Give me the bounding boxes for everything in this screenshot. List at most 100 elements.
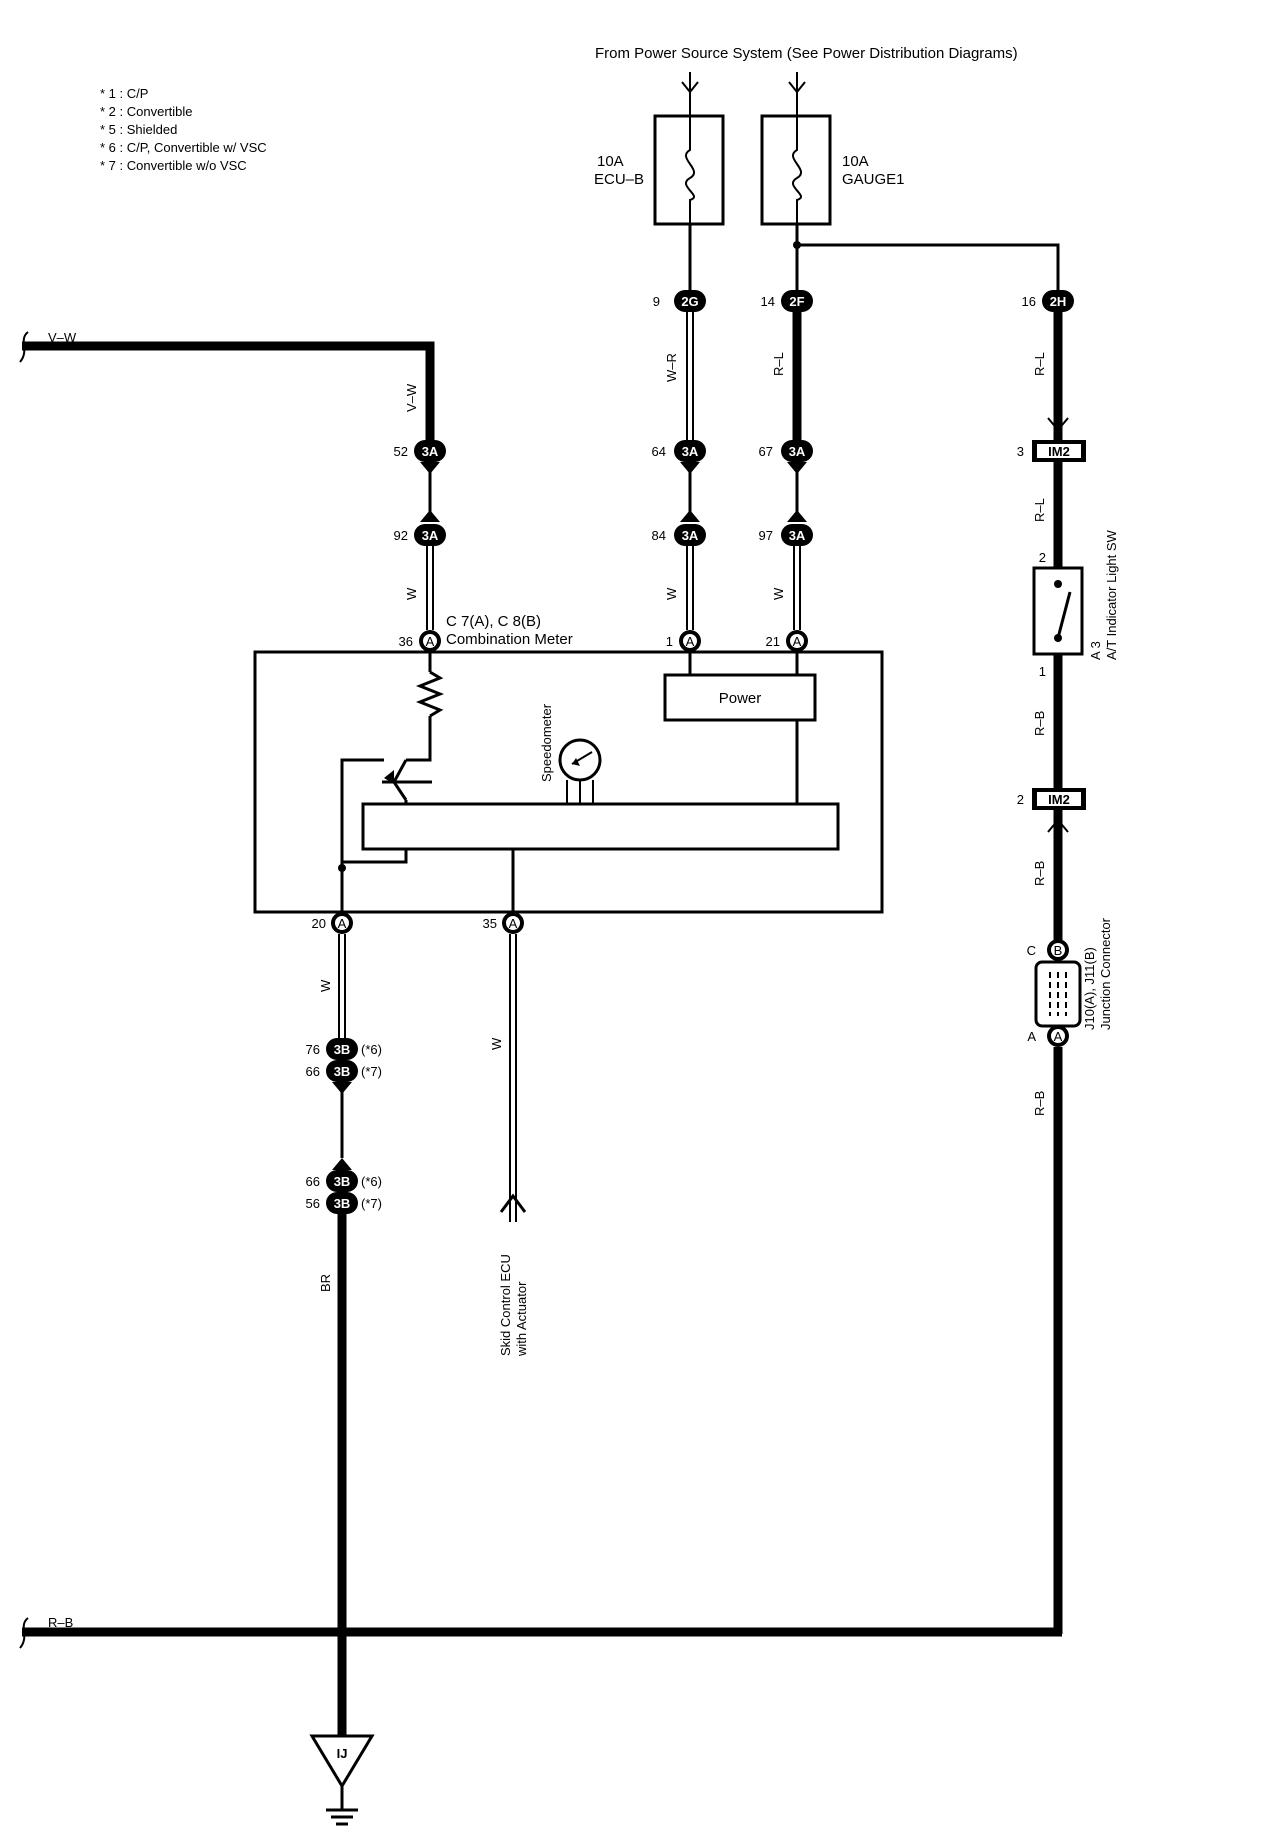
- svg-text:2G: 2G: [681, 294, 698, 309]
- power-arrow-gauge1: [788, 72, 806, 116]
- pin-1: 1: [666, 634, 673, 649]
- connector-im2-top: IM2: [1032, 440, 1086, 462]
- meter-pin-35-connector: A: [502, 912, 524, 934]
- junction-connector-a: A: [1047, 1025, 1069, 1047]
- switch-name: A/T Indicator Light SW: [1104, 529, 1119, 660]
- connector-3a-84: 3A: [674, 524, 706, 546]
- wire-vw: [19, 331, 435, 440]
- pin-35: 35: [483, 916, 497, 931]
- note-7: * 7 : Convertible w/o VSC: [100, 158, 247, 173]
- junction-dot-meter: [338, 864, 346, 872]
- connector-3a-52: 3A: [414, 440, 446, 462]
- fuse-gauge1-amp: 10A: [842, 153, 869, 170]
- junction-connector-b: B: [1047, 939, 1069, 961]
- pin-9: 9: [653, 294, 660, 309]
- pin-56: 56: [306, 1196, 320, 1211]
- variant-66-lower: (*6): [361, 1174, 382, 1189]
- pin-66-upper: 66: [306, 1064, 320, 1079]
- joint-64-84: [680, 462, 700, 522]
- pin-20: 20: [312, 916, 326, 931]
- wire-rl-2h-label: R–L: [1032, 352, 1047, 376]
- wire-vw-label-left: V–W: [48, 330, 77, 345]
- svg-text:A: A: [509, 916, 518, 931]
- junction-pin-c: C: [1027, 943, 1036, 958]
- switch-contact-icon: [1056, 591, 1072, 639]
- svg-text:3A: 3A: [422, 528, 439, 543]
- skid-ecu-line2: with Actuator: [514, 1281, 529, 1357]
- power-source-label: From Power Source System (See Power Dist…: [595, 45, 1018, 62]
- pin-2-im2: 2: [1017, 792, 1024, 807]
- wire-rb-sw-label: R–B: [1032, 711, 1047, 736]
- meter-connector-codes: C 7(A), C 8(B): [446, 613, 541, 630]
- junction-code: J10(A), J11(B): [1082, 947, 1097, 1030]
- wire-rb-junction-label: R–B: [1032, 1091, 1047, 1116]
- variant-76: (*6): [361, 1042, 382, 1057]
- wire-vw-label-vert: V–W: [404, 383, 419, 412]
- fuse-ecub-element-icon: [685, 116, 695, 224]
- fuse-ecub-amp: 10A: [597, 153, 624, 170]
- variant-56: (*7): [361, 1196, 382, 1211]
- svg-text:A: A: [338, 916, 347, 931]
- meter-name: Combination Meter: [446, 631, 573, 648]
- pin-97: 97: [759, 528, 773, 543]
- junction-pin-a: A: [1027, 1029, 1036, 1044]
- connector-3a-97: 3A: [781, 524, 813, 546]
- meter-pin-20-connector: A: [331, 912, 353, 934]
- ground-ij: IJ: [309, 1734, 375, 1826]
- note-5: * 5 : Shielded: [100, 122, 177, 137]
- svg-text:3B: 3B: [334, 1196, 351, 1211]
- pin-84: 84: [652, 528, 666, 543]
- wire-wr-label: W–R: [664, 353, 679, 382]
- fuse-gauge1-element-icon: [792, 116, 802, 224]
- svg-text:A: A: [793, 634, 802, 649]
- power-arrow-ecub: [681, 72, 699, 116]
- pin-3: 3: [1017, 444, 1024, 459]
- wire-w-20-label: W: [318, 979, 333, 992]
- joint-52-92: [420, 462, 440, 522]
- pin-64: 64: [652, 444, 666, 459]
- connector-3a-92: 3A: [414, 524, 446, 546]
- pin-16: 16: [1022, 294, 1036, 309]
- wire-w-36-label: W: [404, 587, 419, 600]
- connector-2f: 2F: [781, 290, 813, 312]
- switch-pin-1: 1: [1039, 664, 1046, 679]
- switch-pin-2: 2: [1039, 550, 1046, 565]
- connector-3a-67: 3A: [781, 440, 813, 462]
- meter-ic-bar: [361, 802, 840, 851]
- svg-text:A: A: [1054, 1029, 1063, 1044]
- svg-text:3B: 3B: [334, 1064, 351, 1079]
- speedometer-label: Speedometer: [539, 703, 554, 782]
- wire-rl-label: R–L: [771, 352, 786, 376]
- connector-3a-64: 3A: [674, 440, 706, 462]
- skid-arrow-icon: [499, 1193, 527, 1213]
- svg-text:A: A: [686, 634, 695, 649]
- connector-3b-76: 3B: [326, 1038, 358, 1060]
- wire-rb-bottom: [19, 1617, 1062, 1649]
- pin-67: 67: [759, 444, 773, 459]
- note-2: * 2 : Convertible: [100, 104, 193, 119]
- wire-w-35-label: W: [489, 1037, 504, 1050]
- power-block-label: Power: [719, 690, 762, 707]
- fuse-gauge1-name: GAUGE1: [842, 171, 905, 188]
- meter-pin-1-connector: A: [679, 630, 701, 652]
- svg-text:B: B: [1054, 943, 1063, 958]
- pin-21: 21: [766, 634, 780, 649]
- meter-pin-21-connector: A: [786, 630, 808, 652]
- note-1: * 1 : C/P: [100, 86, 148, 101]
- notes-legend: * 1 : C/P * 2 : Convertible * 5 : Shield…: [100, 86, 267, 173]
- fuse-ecub: [653, 114, 725, 226]
- power-block: [663, 673, 817, 722]
- skid-ecu-line1: Skid Control ECU: [498, 1254, 513, 1356]
- wire-w-21-label: W: [771, 587, 786, 600]
- variant-66-upper: (*7): [361, 1064, 382, 1079]
- svg-text:3B: 3B: [334, 1174, 351, 1189]
- svg-text:3B: 3B: [334, 1042, 351, 1057]
- resistor-icon: [415, 670, 445, 718]
- speedometer-icon: [558, 738, 602, 804]
- svg-text:2F: 2F: [789, 294, 804, 309]
- connector-3b-56: 3B: [326, 1192, 358, 1214]
- pin-14: 14: [761, 294, 775, 309]
- svg-text:3A: 3A: [789, 528, 806, 543]
- svg-text:IM2: IM2: [1048, 792, 1070, 807]
